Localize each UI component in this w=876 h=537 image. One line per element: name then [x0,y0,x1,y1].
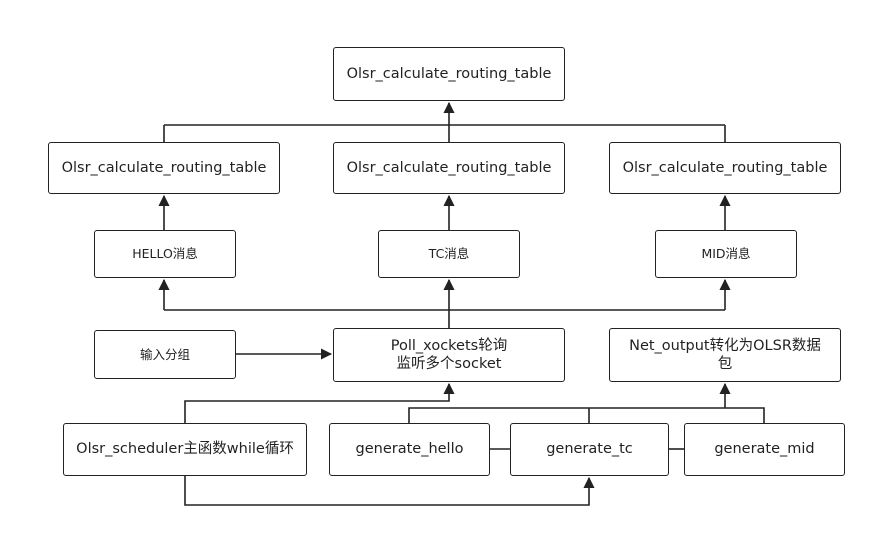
input-group-box: 输入分组 [94,330,236,379]
poll-sockets-box: Poll_xockets轮询 监听多个socket [333,328,565,382]
generate-hello-label: generate_hello [355,441,464,458]
calc-routing-table-left-label: Olsr_calculate_routing_table [61,159,267,176]
hello-message-label: HELLO消息 [132,246,198,262]
generate-mid-box: generate_mid [684,423,845,476]
calc-routing-table-mid-box: Olsr_calculate_routing_table [333,142,565,194]
generate-tc-box: generate_tc [510,423,669,476]
net-output-box: Net_output转化为OLSR数据 包 [609,328,841,382]
calc-routing-table-right-label: Olsr_calculate_routing_table [622,159,828,176]
net-output-label: Net_output转化为OLSR数据 包 [629,337,821,372]
scheduler-label: Olsr_scheduler主函数while循环 [76,441,294,458]
scheduler-to-gen-tc-arrow [184,476,595,506]
generate-hello-box: generate_hello [329,423,490,476]
hello-message-box: HELLO消息 [94,230,236,278]
input-group-label: 输入分组 [139,346,190,362]
generators-bus-line [408,407,765,423]
calc-routing-table-left-box: Olsr_calculate_routing_table [48,142,280,194]
top-routing-table-label: Olsr_calculate_routing_table [346,65,552,82]
poll-sockets-label: Poll_xockets轮询 监听多个socket [390,337,508,372]
tc-message-box: TC消息 [378,230,520,278]
scheduler-to-poll-arrow [184,382,455,423]
scheduler-box: Olsr_scheduler主函数while循环 [63,423,307,476]
mid-message-box: MID消息 [655,230,797,278]
tc-message-label: TC消息 [428,246,470,262]
mid-message-label: MID消息 [701,246,751,262]
top-routing-table-box: Olsr_calculate_routing_table [333,47,565,101]
calc-routing-table-mid-label: Olsr_calculate_routing_table [346,159,552,176]
calc-routing-table-right-box: Olsr_calculate_routing_table [609,142,841,194]
generate-tc-label: generate_tc [546,441,633,458]
generate-mid-label: generate_mid [714,441,815,458]
